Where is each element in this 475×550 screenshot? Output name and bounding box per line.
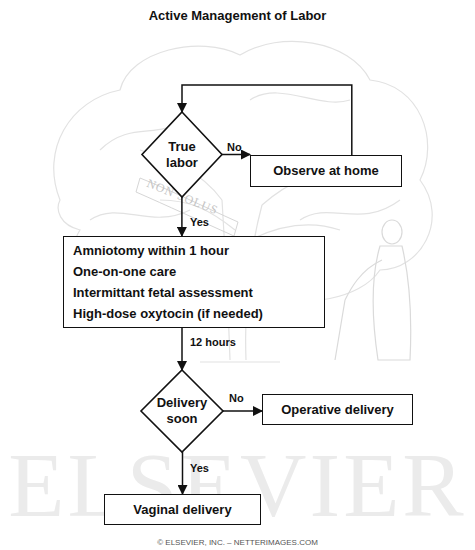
decision-diamond: True labor — [142, 112, 222, 197]
diagram-title: Active Management of Labor — [0, 8, 475, 23]
box-text: Observe at home — [273, 163, 379, 179]
edge-label: No — [227, 141, 242, 153]
diamond-shape — [142, 112, 222, 197]
box-text: One-on-one care — [73, 261, 176, 282]
box-text: Vaginal delivery — [133, 502, 231, 518]
connector — [223, 410, 262, 412]
copyright-footer: © ELSEVIER, INC. – NETTERIMAGES.COM — [0, 538, 475, 547]
terminal-box: Operative delivery — [262, 394, 413, 425]
box-text: Intermittant fetal assessment — [73, 282, 253, 303]
tree-canopy — [54, 41, 432, 362]
terminal-box: Vaginal delivery — [104, 494, 261, 525]
edge-label: Yes — [190, 216, 209, 228]
box-text: Operative delivery — [281, 402, 394, 418]
edge-label: 12 hours — [190, 336, 236, 348]
edge-label: Yes — [190, 462, 209, 474]
box-text: Amniotomy within 1 hour — [73, 240, 229, 261]
decision-text: Delivery soon — [153, 395, 211, 427]
connector — [182, 452, 184, 494]
connector — [222, 154, 250, 156]
box-text: High-dose oxytocin (if needed) — [73, 303, 263, 324]
decision-text: True labor — [158, 139, 206, 171]
connector — [181, 197, 183, 236]
diamond-shape — [141, 370, 223, 452]
decision-diamond: Delivery soon — [141, 370, 223, 452]
connector — [181, 328, 183, 370]
old-man-figure — [335, 220, 411, 360]
terminal-box: Observe at home — [250, 155, 402, 187]
edge-label: No — [229, 392, 244, 404]
process-box: Amniotomy within 1 hourOne-on-one careIn… — [63, 236, 325, 328]
